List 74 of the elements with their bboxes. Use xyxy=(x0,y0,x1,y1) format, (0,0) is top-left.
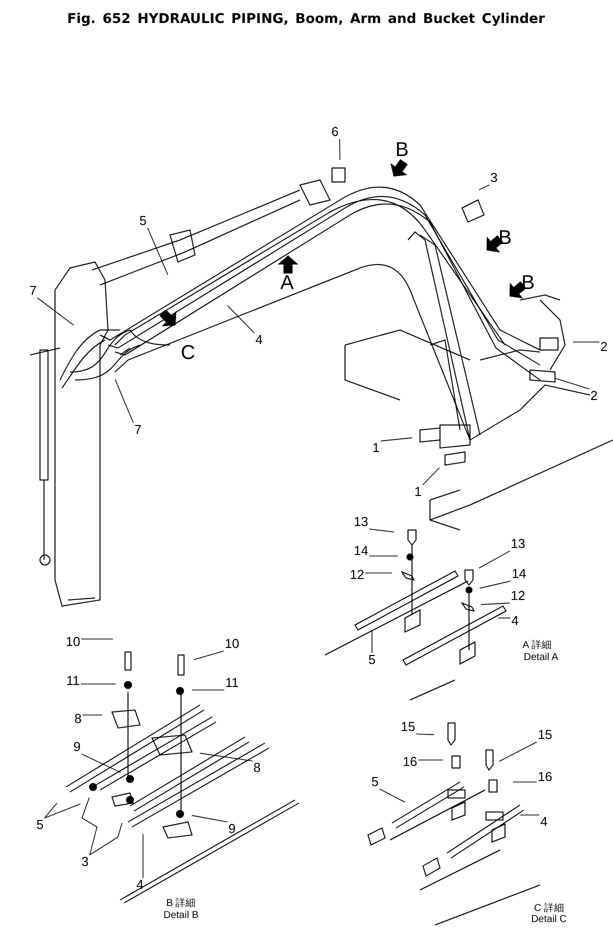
leader-line xyxy=(555,378,590,390)
callout-number: 1 xyxy=(371,441,381,455)
leader-line xyxy=(422,467,440,486)
callout-number: 14 xyxy=(510,567,528,581)
leader-line xyxy=(147,228,168,276)
leader-line xyxy=(82,714,102,716)
leader-line xyxy=(44,802,58,818)
callout-number: 5 xyxy=(367,653,377,667)
callout-number: 2 xyxy=(589,389,599,403)
callout-number: 13 xyxy=(510,537,526,551)
leader-line xyxy=(416,734,434,736)
callout-number: 10 xyxy=(64,635,82,649)
leader-line xyxy=(227,305,255,334)
leader-line xyxy=(193,650,224,660)
callout-number: 15 xyxy=(536,728,554,742)
leader-line xyxy=(44,804,81,818)
leader-line xyxy=(380,437,412,442)
callout-number: 7 xyxy=(133,423,143,437)
callout-number: 5 xyxy=(35,818,45,832)
callout-number: 12 xyxy=(348,568,366,582)
detail-caption: B 詳細 xyxy=(166,899,196,909)
leader-line xyxy=(89,822,122,856)
leader-line xyxy=(114,378,134,424)
leader-line xyxy=(480,602,510,605)
callout-number: 4 xyxy=(510,614,520,628)
view-letter: C xyxy=(180,343,196,363)
callout-number: 6 xyxy=(330,125,340,139)
callout-number: 7 xyxy=(28,284,38,298)
leader-line xyxy=(339,138,340,160)
leader-line xyxy=(37,298,74,326)
callout-number: 12 xyxy=(510,589,526,603)
figure-title: Fig. 652 HYDRAULIC PIPING, Boom, Arm and Bucket Cylinder xyxy=(67,11,545,27)
view-letter: A xyxy=(280,273,294,293)
leader-line xyxy=(368,528,394,532)
view-letter: B xyxy=(395,140,409,160)
callout-number: 11 xyxy=(65,674,81,688)
leader-line xyxy=(80,638,114,640)
callout-number: 15 xyxy=(400,720,416,734)
detail-caption: A 詳細 xyxy=(522,641,552,651)
callout-number: 3 xyxy=(489,171,499,185)
leader-line xyxy=(520,814,540,816)
callout-number: 4 xyxy=(539,815,549,829)
leader-line xyxy=(81,754,122,773)
leader-line xyxy=(191,815,228,822)
leader-line xyxy=(498,742,538,762)
callout-number: 13 xyxy=(352,515,370,529)
callout-number: 9 xyxy=(72,740,82,754)
callout-number: 2 xyxy=(599,340,609,354)
leader-line xyxy=(82,797,98,856)
leader-line xyxy=(479,580,512,589)
callout-number: 16 xyxy=(402,755,418,769)
leader-line xyxy=(478,184,490,190)
callout-number: 14 xyxy=(352,544,370,558)
leader-line xyxy=(364,572,392,574)
leader-line xyxy=(142,834,144,878)
callout-number: 11 xyxy=(224,676,240,690)
callout-number: 5 xyxy=(370,775,380,789)
callout-number: 1 xyxy=(413,485,423,499)
callout-number: 3 xyxy=(80,855,90,869)
callout-number: 5 xyxy=(138,214,148,228)
callout-number: 10 xyxy=(224,637,240,651)
leader-line xyxy=(478,550,510,568)
callout-number: 9 xyxy=(227,822,237,836)
leader-line xyxy=(379,788,406,803)
callout-number: 16 xyxy=(536,770,554,784)
callout-number: 8 xyxy=(252,761,262,775)
callout-number: 4 xyxy=(135,878,145,892)
detail-caption: Detail A xyxy=(524,653,558,663)
callout-number: 8 xyxy=(73,712,83,726)
detail-caption: Detail B xyxy=(164,911,198,921)
detail-caption: C 詳細 xyxy=(534,904,564,914)
callout-number: 4 xyxy=(254,333,264,347)
detail-caption: Detail C xyxy=(531,915,567,925)
leader-line xyxy=(200,752,253,762)
